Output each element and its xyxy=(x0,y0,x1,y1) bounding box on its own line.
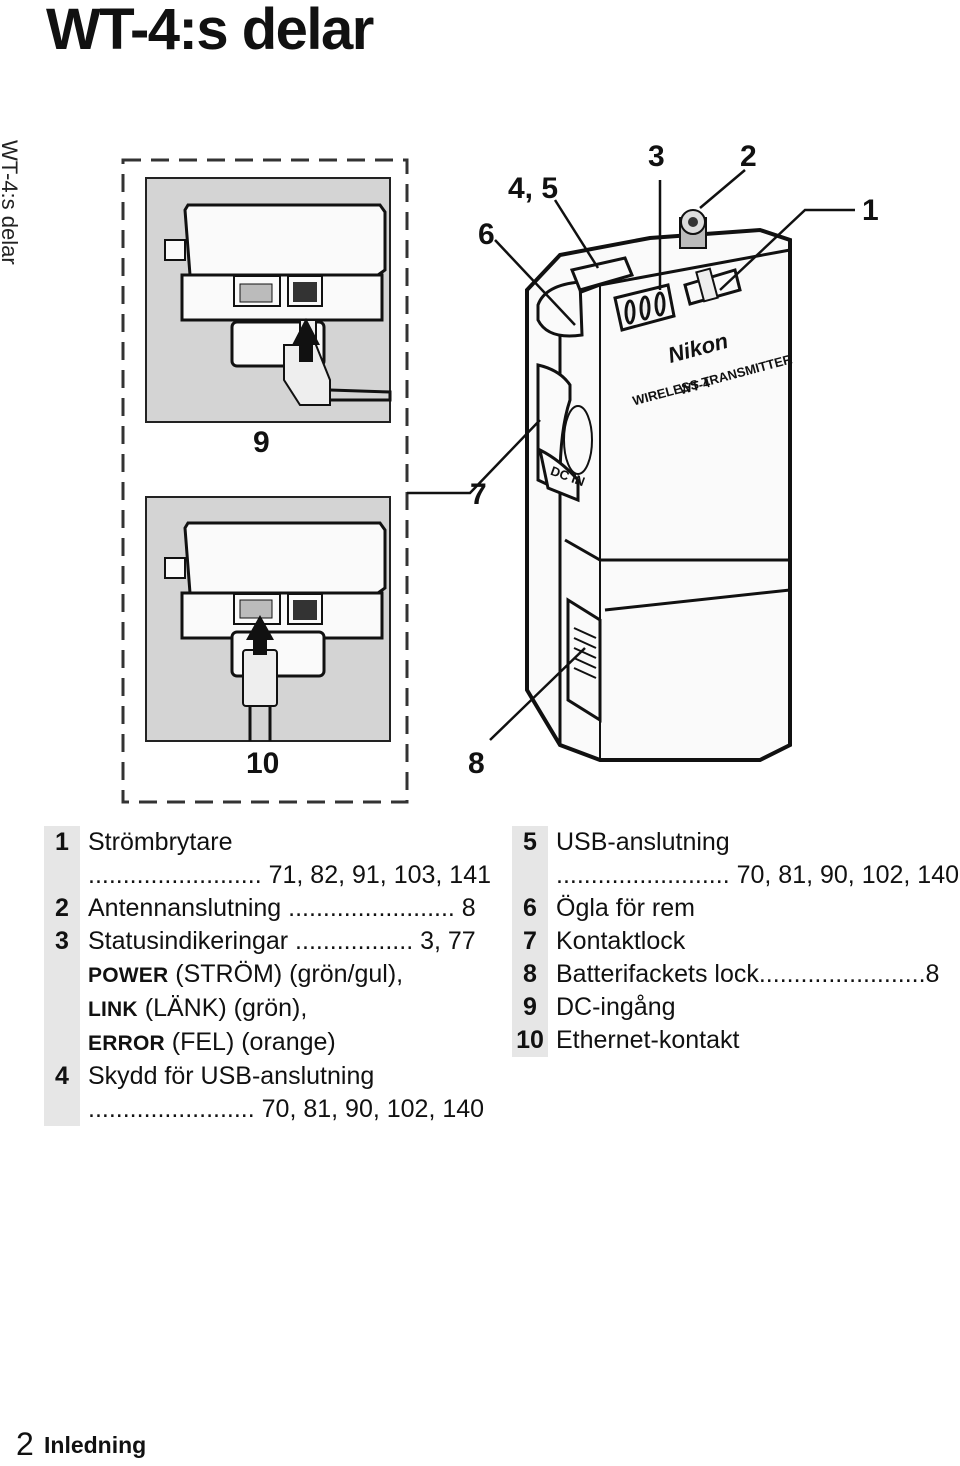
legend-item: ......................... 71, 82, 91, 10… xyxy=(44,859,491,892)
legend-item: ......................... 70, 81, 90, 10… xyxy=(512,859,959,892)
callout-7: 7 xyxy=(470,478,487,511)
side-tab-label: WT-4:s delar xyxy=(0,140,22,265)
inset-ethernet-connection xyxy=(145,496,391,742)
callout-9: 9 xyxy=(253,426,270,459)
section-name: Inledning xyxy=(44,1432,147,1458)
device-figure: DC IN Nikon WIRELESS TRANSMITTER WT-4 xyxy=(121,158,855,804)
leader-lines xyxy=(407,169,855,741)
legend-item: POWER (STRÖM) (grön/gul), xyxy=(44,958,491,992)
callout-8: 8 xyxy=(468,747,485,780)
callout-6: 6 xyxy=(478,218,495,251)
legend-item: LINK (LÄNK) (grön), xyxy=(44,992,491,1026)
page-number: 2 xyxy=(16,1426,34,1462)
inset-usb-connection xyxy=(145,177,392,423)
callout-4-5: 4, 5 xyxy=(508,172,559,205)
inset-dashed-frame xyxy=(121,158,409,804)
callout-10: 10 xyxy=(246,747,280,780)
callout-2: 2 xyxy=(740,140,757,173)
page-title: WT-4:s delar xyxy=(46,0,374,62)
legend-item: ERROR (FEL) (orange) xyxy=(44,1026,491,1060)
legend-item: ........................ 70, 81, 90, 102… xyxy=(44,1093,491,1126)
main-device: DC IN Nikon WIRELESS TRANSMITTER WT-4 xyxy=(525,209,794,762)
callout-1: 1 xyxy=(862,194,879,227)
callout-3: 3 xyxy=(648,140,665,173)
